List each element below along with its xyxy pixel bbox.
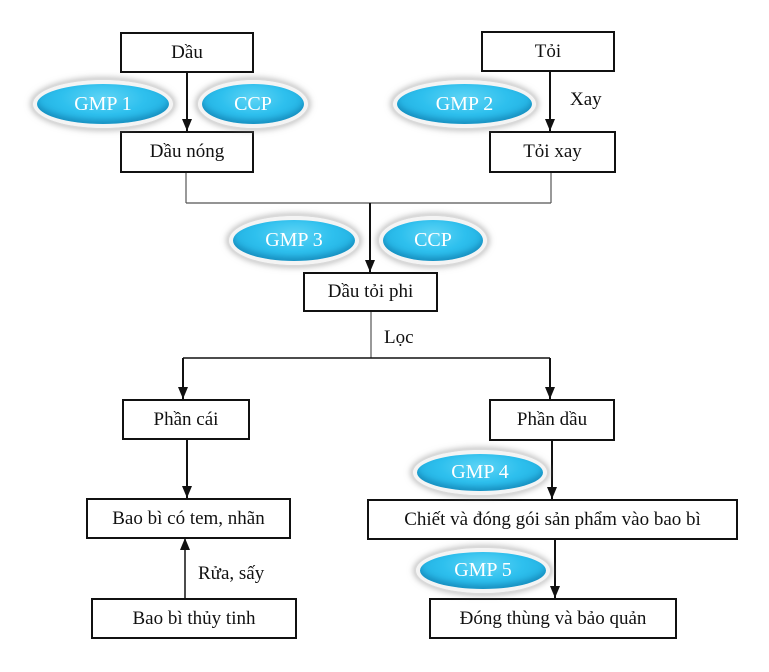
badge-gmp-5-label: GMP 5 xyxy=(454,559,512,581)
badge-ccp-2-label: CCP xyxy=(414,229,452,251)
badge-gmp-3: GMP 3 xyxy=(229,216,359,265)
badge-gmp-3-label: GMP 3 xyxy=(265,229,323,251)
badge-ccp-1: CCP xyxy=(198,80,308,128)
node-toi: Tỏi xyxy=(481,31,615,72)
node-toi-xay: Tỏi xay xyxy=(489,131,616,173)
edge-label-rua-say: Rửa, sấy xyxy=(198,563,265,584)
node-bao-bi-thuy-tinh-label: Bao bì thủy tinh xyxy=(132,607,256,629)
node-toi-xay-label: Tỏi xay xyxy=(523,141,582,162)
node-dau-nong-label: Dầu nóng xyxy=(149,141,225,162)
badge-gmp-4-label: GMP 4 xyxy=(451,461,509,483)
node-bao-bi-co-tem-nhan: Bao bì có tem, nhãn xyxy=(86,498,291,539)
node-dau-nong: Dầu nóng xyxy=(120,131,254,173)
badge-gmp-5: GMP 5 xyxy=(416,548,550,593)
node-bao-bi-co-tem-nhan-label: Bao bì có tem, nhãn xyxy=(112,507,265,529)
node-dong-thung-bao-quan: Đóng thùng và bảo quản xyxy=(429,598,677,639)
badge-gmp-4: GMP 4 xyxy=(413,450,547,495)
node-phan-cai-label: Phần cái xyxy=(153,408,219,430)
node-dau-label: Dầu xyxy=(171,41,203,63)
node-toi-label: Tỏi xyxy=(534,40,562,62)
edge-label-loc: Lọc xyxy=(384,327,414,348)
node-phan-cai: Phần cái xyxy=(122,399,250,440)
badge-gmp-1: GMP 1 xyxy=(33,80,173,128)
node-chiet-dong-goi: Chiết và đóng gói sản phẩm vào bao bì xyxy=(367,499,738,540)
badge-gmp-1-label: GMP 1 xyxy=(74,92,132,115)
badge-gmp-2-label: GMP 2 xyxy=(435,92,494,115)
badge-ccp-1-label: CCP xyxy=(234,92,272,115)
node-dong-thung-bao-quan-label: Đóng thùng và bảo quản xyxy=(459,607,647,629)
badge-ccp-2: CCP xyxy=(379,216,487,265)
node-phan-dau: Phần dầu xyxy=(489,399,615,441)
node-bao-bi-thuy-tinh: Bao bì thủy tinh xyxy=(91,598,297,639)
badge-gmp-2: GMP 2 xyxy=(393,80,536,128)
node-dau-toi-phi-label: Dầu tỏi phi xyxy=(327,281,414,302)
node-dau: Dầu xyxy=(120,32,254,73)
edge-label-xay: Xay xyxy=(570,89,602,110)
node-phan-dau-label: Phần dầu xyxy=(516,409,588,430)
node-dau-toi-phi: Dầu tỏi phi xyxy=(303,272,438,312)
node-chiet-dong-goi-label: Chiết và đóng gói sản phẩm vào bao bì xyxy=(404,508,701,530)
